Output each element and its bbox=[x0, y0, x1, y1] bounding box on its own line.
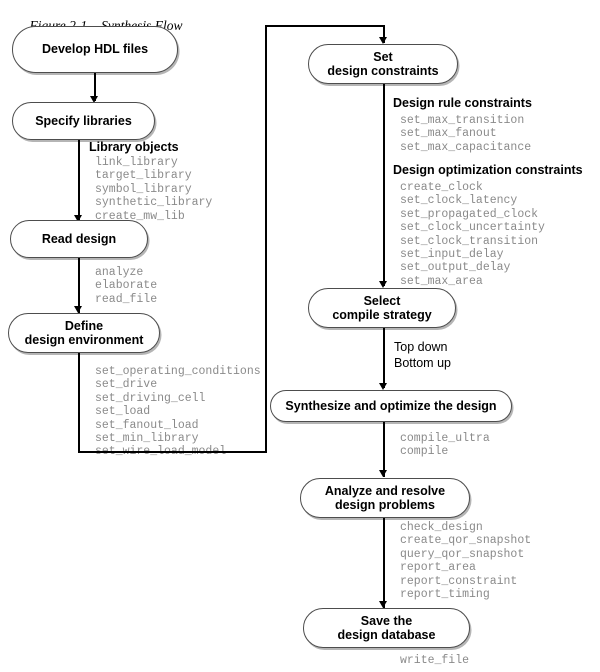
node-specify-libraries[interactable]: Specify libraries bbox=[12, 102, 155, 140]
node-label-save-design-database: Save the design database bbox=[337, 613, 436, 643]
connector-synthesize-to-analyze bbox=[383, 422, 385, 477]
connector-constraints-to-strategy bbox=[383, 84, 385, 286]
arrowhead-specify-to-read bbox=[74, 215, 82, 222]
node-analyze-and-resolve[interactable]: Analyze and resolve design problems bbox=[300, 478, 470, 518]
annotation-commands-save: write_file bbox=[400, 654, 470, 667]
annotation-heading-design-rule-constraints: Design rule constraints bbox=[393, 96, 532, 110]
annotation-commands-compile: compile_ultra compile bbox=[400, 432, 490, 459]
connector-riser-to-top bbox=[265, 25, 267, 453]
annotation-commands-library-objects: link_library target_library symbol_libra… bbox=[95, 156, 213, 223]
annotation-commands-design-rule-constraints: set_max_transition set_max_fanout set_ma… bbox=[400, 114, 532, 154]
annotation-compile-strategy-options: Top down Bottom up bbox=[394, 340, 451, 370]
annotation-commands-design-environment: set_operating_conditions set_drive set_d… bbox=[95, 365, 261, 458]
node-label-set-design-constraints: Set design constraints bbox=[327, 49, 439, 79]
node-label-develop-hdl-files: Develop HDL files bbox=[41, 42, 149, 57]
arrowhead-analyze-to-save bbox=[379, 601, 387, 608]
annotation-commands-design-optimization-constraints: create_clock set_clock_latency set_propa… bbox=[400, 181, 545, 288]
connector-analyze-to-save bbox=[383, 518, 385, 608]
arrowhead-strategy-to-synthesize bbox=[379, 383, 387, 390]
annotation-heading-design-optimization-constraints: Design optimization constraints bbox=[393, 163, 583, 177]
node-save-design-database[interactable]: Save the design database bbox=[303, 608, 470, 648]
connector-down-to-set-constraints bbox=[383, 25, 385, 43]
node-read-design[interactable]: Read design bbox=[10, 220, 148, 258]
node-select-compile-strategy[interactable]: Select compile strategy bbox=[308, 288, 456, 328]
node-label-define-design-environment: Define design environment bbox=[24, 318, 144, 348]
connector-define-down bbox=[78, 353, 80, 453]
connector-read-to-define bbox=[78, 258, 80, 313]
connector-strategy-to-synthesize bbox=[383, 328, 385, 388]
connector-top-to-set-constraints bbox=[265, 25, 385, 27]
connector-develop-to-specify bbox=[94, 73, 96, 101]
node-develop-hdl-files[interactable]: Develop HDL files bbox=[12, 26, 178, 73]
node-label-read-design: Read design bbox=[41, 231, 117, 246]
annotation-heading-library-objects: Library objects bbox=[89, 140, 179, 154]
node-label-synthesize-and-optimize: Synthesize and optimize the design bbox=[285, 398, 497, 413]
annotation-commands-read-design: analyze elaborate read_file bbox=[95, 266, 158, 306]
connector-specify-to-read bbox=[78, 140, 80, 220]
node-synthesize-and-optimize[interactable]: Synthesize and optimize the design bbox=[270, 390, 512, 422]
arrowhead-synthesize-to-analyze bbox=[379, 470, 387, 477]
arrowhead-develop-to-specify bbox=[90, 96, 98, 103]
node-label-select-compile-strategy: Select compile strategy bbox=[332, 293, 432, 323]
node-label-specify-libraries: Specify libraries bbox=[35, 113, 132, 128]
arrowhead-constraints-to-strategy bbox=[379, 281, 387, 288]
annotation-commands-analyze: check_design create_qor_snapshot query_q… bbox=[400, 521, 532, 602]
node-define-design-environment[interactable]: Define design environment bbox=[8, 313, 160, 353]
arrowhead-read-to-define bbox=[74, 306, 82, 313]
arrowhead-to-set-constraints bbox=[379, 37, 387, 44]
connector-define-right bbox=[78, 451, 266, 453]
node-label-analyze-and-resolve: Analyze and resolve design problems bbox=[324, 483, 446, 513]
node-set-design-constraints[interactable]: Set design constraints bbox=[308, 44, 458, 84]
